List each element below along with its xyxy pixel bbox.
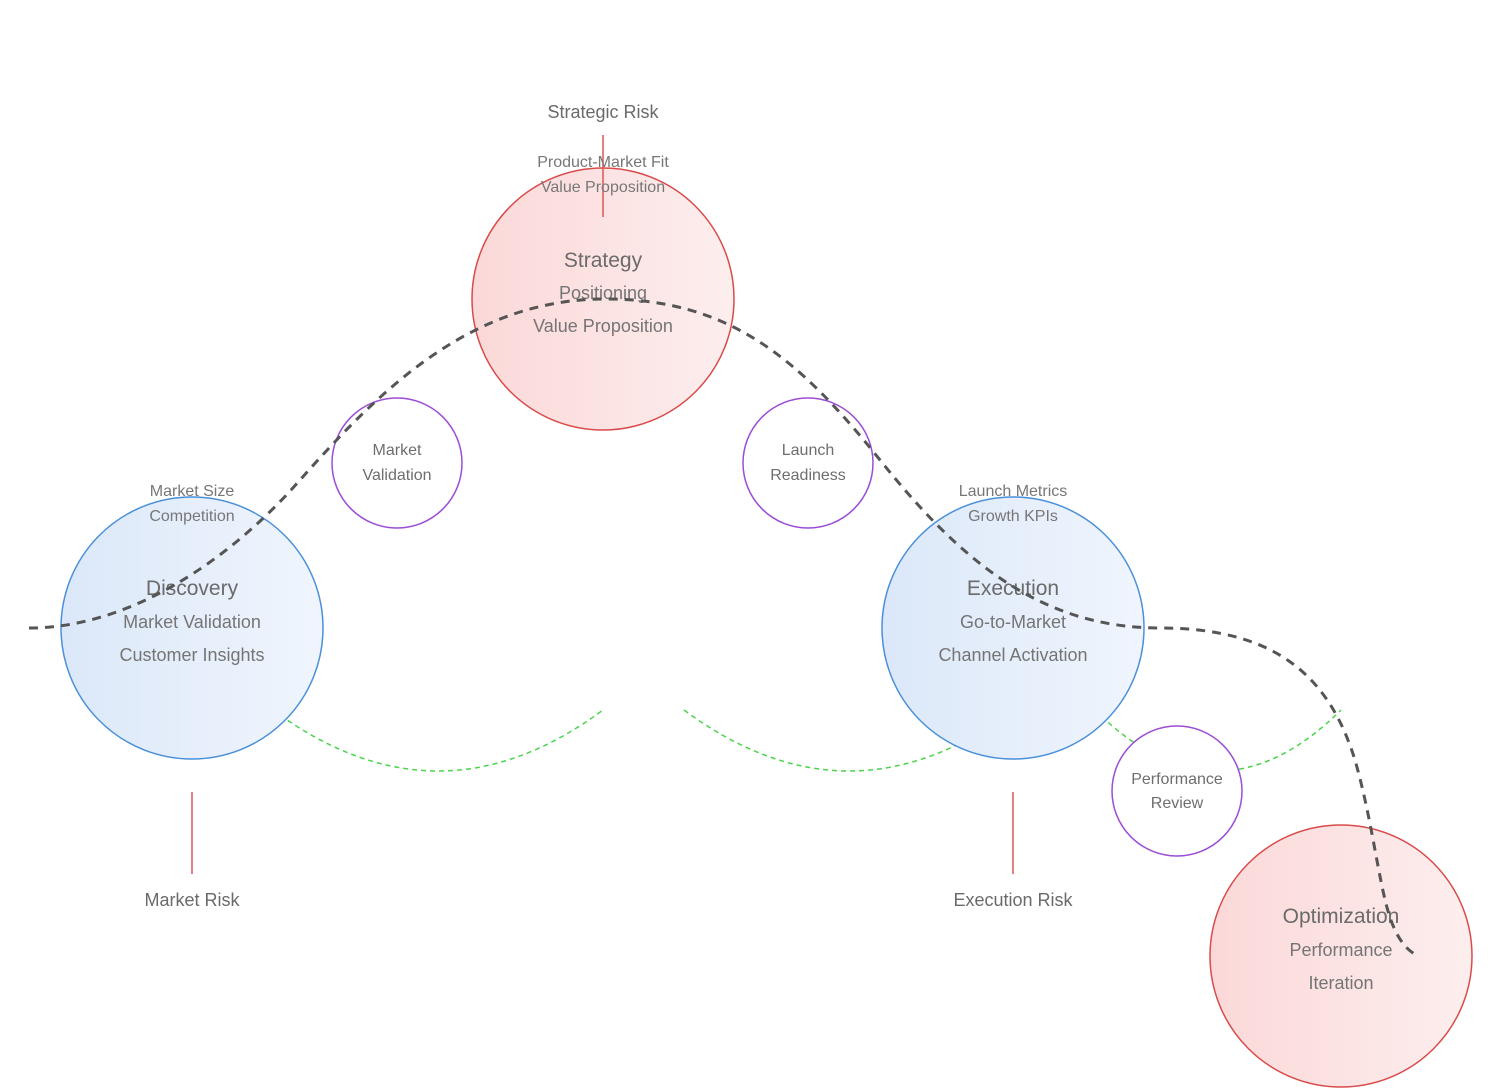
execution-title: Execution: [967, 577, 1059, 600]
discovery-title: Discovery: [146, 577, 239, 600]
optimization-line-1: Performance: [1289, 940, 1392, 960]
execution-metric-2: Growth KPIs: [968, 508, 1058, 525]
gate-performance-review-line-1: Performance: [1131, 771, 1223, 788]
strategy-line-2: Value Proposition: [533, 316, 673, 336]
gate-launch-readiness-line-1: Launch: [782, 442, 835, 459]
discovery-line-1: Market Validation: [123, 612, 261, 632]
gate-circle-performance-review[interactable]: [1111, 725, 1243, 857]
discovery-metric-2: Competition: [149, 508, 234, 525]
discovery-line-2: Customer Insights: [119, 645, 264, 665]
execution-metric-1: Launch Metrics: [959, 483, 1068, 500]
gate-market-validation-line-2: Validation: [362, 467, 431, 484]
execution-line-2: Channel Activation: [938, 645, 1087, 665]
discovery-metric-1: Market Size: [150, 483, 235, 500]
gate-market-validation-line-1: Market: [373, 442, 422, 459]
strategy-metric-2: Value Proposition: [541, 179, 665, 196]
optimization-line-2: Iteration: [1308, 973, 1373, 993]
risk-label-strategic: Strategic Risk: [547, 102, 659, 122]
strategy-metric-1: Product-Market Fit: [537, 154, 669, 171]
gate-performance-review-line-2: Review: [1151, 795, 1204, 812]
gate-circle-launch-readiness[interactable]: [742, 397, 874, 529]
gate-circle-market-validation[interactable]: [331, 397, 463, 529]
execution-line-1: Go-to-Market: [960, 612, 1066, 632]
strategy-title: Strategy: [564, 249, 643, 272]
risk-label-execution: Execution Risk: [953, 890, 1073, 910]
stage-circle-execution[interactable]: [881, 496, 1145, 760]
gate-launch-readiness-line-2: Readiness: [770, 467, 846, 484]
strategy-line-1: Positioning: [559, 283, 647, 303]
optimization-title: Optimization: [1283, 905, 1400, 928]
risk-label-market: Market Risk: [144, 890, 240, 910]
feedback-arc-discovery-strategy: [272, 709, 604, 772]
stage-circle-optimization[interactable]: [1209, 824, 1473, 1088]
stage-circle-discovery[interactable]: [60, 496, 324, 760]
journey-flow-path: [28, 297, 1419, 958]
